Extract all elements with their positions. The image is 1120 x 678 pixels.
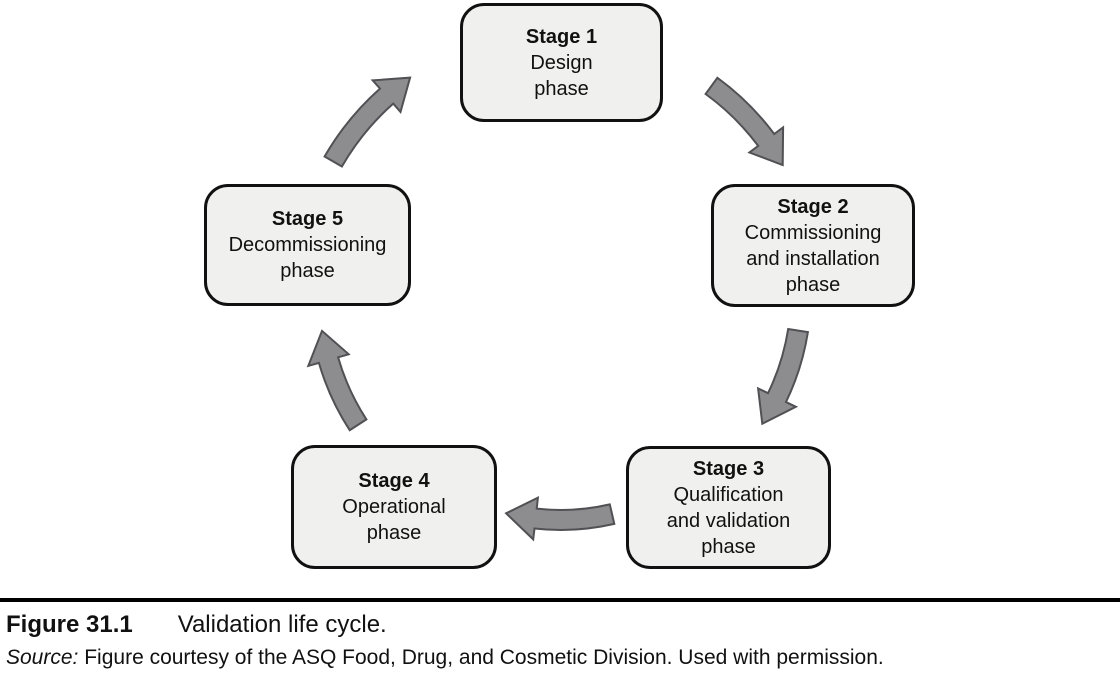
caption-line: Figure 31.1 Validation life cycle. [6, 611, 1112, 639]
figure-number-label: Figure 31.1 [6, 611, 133, 638]
stage1-subtitle: Design phase [530, 51, 593, 100]
stage3-title: Stage 3 [692, 457, 765, 480]
stage1-box: Stage 1 Design phase [460, 3, 663, 122]
cycle-arrows [306, 76, 810, 542]
stage3-box: Stage 3 Qualification and validation pha… [626, 446, 831, 569]
stage2-subtitle: Commissioning and installation phase [744, 221, 882, 296]
figure-title: Validation life cycle. [177, 611, 387, 638]
figure-caption: Figure 31.1 Validation life cycle. Source… [0, 598, 1120, 678]
source-label: Source: [6, 646, 79, 669]
arrow-stage5-to-stage1-icon [323, 76, 412, 168]
stage5-title: Stage 5 [271, 208, 344, 230]
stage2-box: Stage 2 Commissioning and installation p… [711, 184, 915, 307]
arrow-stage1-to-stage2-icon [704, 76, 785, 167]
arrow-stage3-to-stage4-icon [504, 496, 616, 542]
stage1-title: Stage 1 [525, 25, 598, 48]
stage4-subtitle: Operational phase [342, 496, 446, 544]
stage2-title: Stage 2 [777, 195, 849, 218]
arrow-stage2-to-stage3-icon [756, 327, 810, 426]
stage4-box: Stage 4 Operational phase [291, 445, 497, 569]
source-text: Figure courtesy of the ASQ Food, Drug, a… [84, 646, 884, 669]
stage5-subtitle: Decommissioning phase [228, 234, 387, 282]
validation-life-cycle-diagram: Stage 1 Design phase Stage 2 Commissioni… [204, 3, 915, 569]
source-line: Source: Figure courtesy of the ASQ Food,… [6, 645, 1112, 670]
arrow-stage4-to-stage5-icon [306, 329, 368, 432]
stage4-title: Stage 4 [358, 470, 430, 492]
stage3-subtitle: Qualification and validation phase [666, 483, 791, 558]
stage5-box: Stage 5 Decommissioning phase [204, 184, 411, 306]
